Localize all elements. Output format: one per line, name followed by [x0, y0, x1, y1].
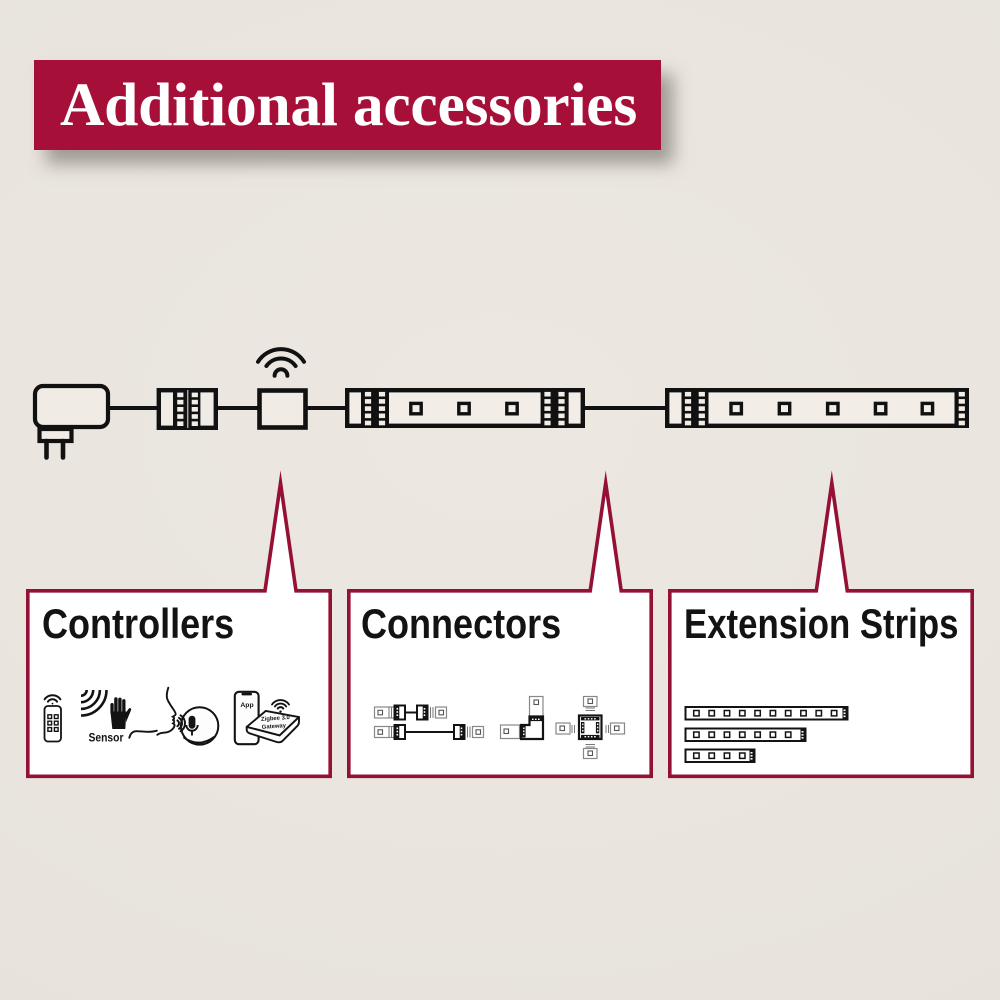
svg-text:Gateway: Gateway: [262, 723, 287, 731]
svg-text:Sensor: Sensor: [89, 731, 124, 745]
svg-text:Zigbee 3.0: Zigbee 3.0: [261, 715, 291, 723]
svg-text:App: App: [240, 702, 253, 709]
